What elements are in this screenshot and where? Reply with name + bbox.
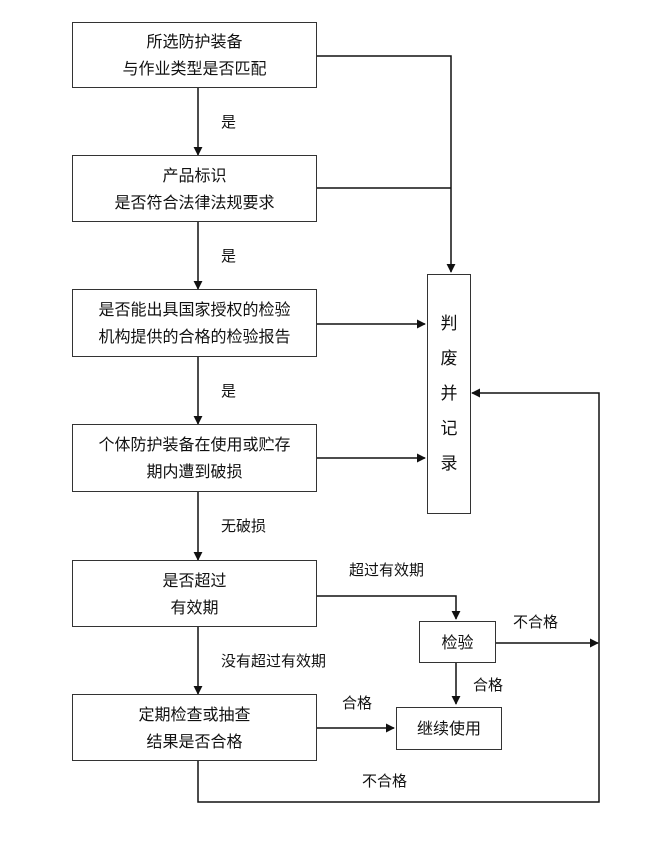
- label-yes-1: 是: [221, 113, 237, 131]
- box-inspection-report-line2: 机构提供的合格的检验报告: [98, 327, 291, 346]
- box-damage-check-line1: 个体防护装备在使用或贮存: [98, 435, 291, 454]
- label-yes-3: 是: [221, 382, 237, 400]
- box-periodic-inspection: 定期检查或抽查 结果是否合格: [72, 694, 317, 761]
- reject-char-2: 废: [440, 348, 458, 369]
- box-damage-check: 个体防护装备在使用或贮存 期内遭到破损: [72, 424, 317, 492]
- arrow-b6-reject: [197, 388, 600, 803]
- box-expiry-check: 是否超过 有效期: [72, 560, 317, 627]
- box-continue-use: 继续使用: [396, 707, 502, 750]
- arrow-b5-inspect: [316, 595, 461, 620]
- label-expired: 超过有效期: [349, 561, 425, 579]
- box-equipment-match-line1: 所选防护装备: [146, 32, 243, 51]
- box-inspection-report-line1: 是否能出具国家授权的检验: [98, 300, 291, 319]
- box-periodic-inspection-line2: 结果是否合格: [146, 731, 243, 751]
- reject-char-3: 并: [440, 383, 458, 404]
- box-product-label-line1: 产品标识: [162, 165, 227, 185]
- box-inspect: 检验: [419, 621, 496, 663]
- box-equipment-match: 所选防护装备 与作业类型是否匹配: [72, 22, 317, 88]
- label-inspect-pass: 合格: [473, 676, 504, 694]
- label-no-damage: 无破损: [221, 517, 267, 535]
- label-not-expired: 没有超过有效期: [221, 652, 327, 670]
- arrow-b1-reject: [316, 55, 456, 273]
- box-expiry-check-line2: 有效期: [170, 597, 219, 617]
- reject-char-1: 判: [440, 313, 458, 334]
- box-damage-check-line2: 期内遭到破损: [146, 462, 243, 481]
- reject-char-4: 记: [440, 418, 458, 439]
- reject-char-5: 录: [440, 453, 458, 474]
- box-expiry-check-line1: 是否超过: [162, 570, 227, 590]
- label-check-pass: 合格: [342, 694, 373, 712]
- box-product-label: 产品标识 是否符合法律法规要求: [72, 155, 317, 222]
- box-equipment-match-line2: 与作业类型是否匹配: [122, 59, 267, 78]
- box-periodic-inspection-line1: 定期检查或抽查: [138, 704, 251, 724]
- box-inspection-report: 是否能出具国家授权的检验 机构提供的合格的检验报告: [72, 289, 317, 357]
- box-reject-record: 判 废 并 记 录: [427, 274, 471, 514]
- label-yes-2: 是: [221, 247, 237, 265]
- box-product-label-line2: 是否符合法律法规要求: [114, 192, 275, 212]
- label-inspect-fail: 不合格: [513, 613, 559, 631]
- label-check-fail: 不合格: [362, 772, 408, 790]
